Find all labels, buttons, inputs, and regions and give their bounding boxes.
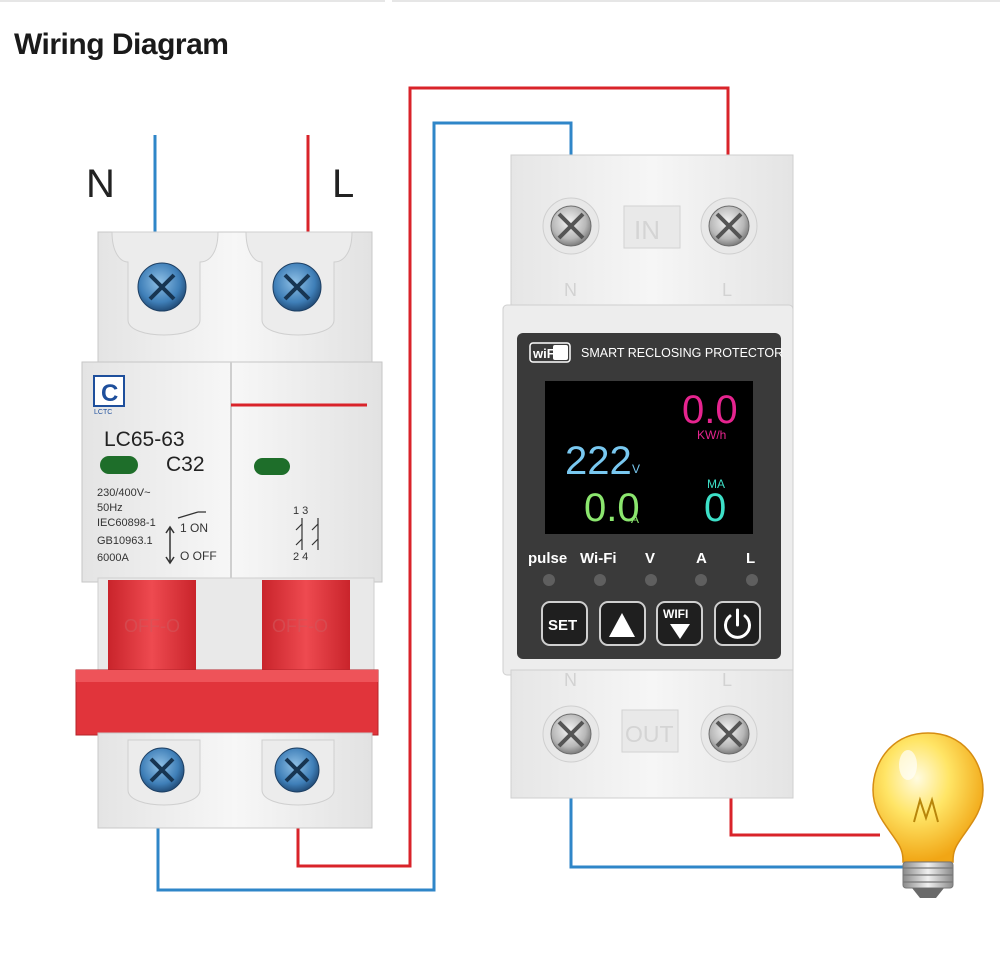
indicator-label: L — [746, 550, 755, 567]
breaker-top-screw-n-icon[interactable] — [137, 262, 187, 312]
breaker-pole-symbol-icon — [295, 518, 319, 550]
supply-live-label: L — [332, 162, 354, 206]
protector-display — [545, 381, 753, 534]
neutral-wire-breaker-to-protector — [156, 121, 573, 892]
protector-out-l-label: L — [722, 670, 732, 690]
breaker-handle-right[interactable] — [262, 580, 350, 672]
indicator-leds — [543, 574, 758, 586]
breaker-pole-marks-top: 1 3 — [293, 505, 308, 517]
wifi-button-label: WIFI — [663, 607, 688, 621]
page-title: Wiring Diagram — [14, 28, 229, 61]
breaker-indicator-right — [254, 458, 290, 475]
svg-text:C: C — [101, 380, 118, 407]
breaker-model: LC65-63 — [104, 428, 185, 451]
protector-in-label: IN — [634, 215, 660, 245]
breaker-handle-left[interactable] — [108, 580, 196, 672]
live-wire-breaker-to-protector — [296, 86, 730, 868]
breaker-bottom-screw-n-icon[interactable] — [139, 747, 185, 793]
top-rule-left — [0, 0, 385, 2]
supply-neutral-label: N — [86, 162, 115, 206]
breaker-bottom-screw-l-icon[interactable] — [274, 747, 320, 793]
current-value: 0.0 — [584, 486, 640, 530]
leakage-value: 0 — [704, 486, 726, 530]
breaker-pole-marks-bottom: 2 4 — [293, 551, 308, 563]
indicator-label: V — [645, 550, 655, 567]
wifi-badge: wiFi — [529, 342, 571, 363]
breaker-handle-right-text: OFF-O — [272, 616, 328, 636]
current-unit: A — [631, 512, 639, 526]
light-bulb-icon — [872, 732, 984, 898]
indicator-label: pulse — [528, 550, 567, 567]
breaker-spec-lines: 230/400V~ 50Hz IEC60898-1 GB10963.1 6000… — [97, 487, 156, 564]
indicator-led — [695, 574, 707, 586]
live-wire-protector-to-lamp — [729, 798, 880, 837]
indicator-led — [594, 574, 606, 586]
indicator-label: A — [696, 550, 707, 567]
breaker-spec-line: IEC60898-1 — [97, 517, 156, 529]
top-rule-right — [392, 0, 1000, 2]
breaker-rating: C32 — [166, 453, 205, 476]
voltage-unit: V — [632, 462, 640, 476]
energy-value: 0.0 — [682, 388, 738, 432]
leakage-unit: MA — [707, 477, 725, 491]
smart-protector: IN N L wiFi SMART RECLOSING PROTECTOR 0.… — [502, 154, 794, 799]
set-button[interactable]: SET — [541, 601, 588, 646]
wifi-down-button[interactable]: WIFI — [656, 601, 703, 646]
protector-out-screw-l-icon[interactable] — [700, 705, 758, 763]
set-button-label: SET — [548, 617, 577, 634]
indicator-labels: pulse Wi-Fi V A L — [528, 550, 755, 567]
protector-name: SMART RECLOSING PROTECTOR — [581, 346, 783, 360]
indicator-led — [746, 574, 758, 586]
indicator-label: Wi-Fi — [580, 550, 617, 567]
svg-text:LCTC: LCTC — [94, 409, 112, 416]
breaker-indicator-left — [100, 456, 138, 474]
protector-out-screw-n-icon[interactable] — [542, 705, 600, 763]
wires — [153, 86, 905, 892]
up-button[interactable] — [599, 601, 646, 646]
breaker-logo-icon: C LCTC — [93, 375, 125, 416]
breaker-spec-line: GB10963.1 — [97, 535, 153, 547]
indicator-led — [543, 574, 555, 586]
breaker-spec-line: 6000A — [97, 552, 129, 564]
protector-in-l-label: L — [722, 280, 732, 300]
breaker-off-label: O OFF — [180, 549, 217, 563]
breaker-contact-symbol-icon — [177, 511, 206, 519]
wifi-badge-text: wiFi — [532, 346, 558, 361]
protector-in-screw-n-icon[interactable] — [542, 197, 600, 255]
protector-out-n-label: N — [564, 670, 577, 690]
breaker-on-off-arrow-icon — [165, 525, 175, 565]
protector-in-n-label: N — [564, 280, 577, 300]
down-arrow-icon — [670, 624, 690, 639]
breaker-handle-left-text: OFF-O — [124, 616, 180, 636]
energy-unit: KW/h — [697, 428, 726, 442]
neutral-wire-protector-to-lamp — [569, 798, 905, 869]
breaker-on-label: 1 ON — [180, 521, 208, 535]
protector-out-label: OUT — [625, 721, 674, 747]
protector-in-screw-l-icon[interactable] — [700, 197, 758, 255]
breaker-spec-line: 230/400V~ — [97, 487, 151, 499]
breaker-top-screw-l-icon[interactable] — [272, 262, 322, 312]
power-button[interactable] — [714, 601, 761, 646]
voltage-value: 222 — [565, 439, 632, 483]
breaker-spec-line: 50Hz — [97, 502, 123, 514]
indicator-led — [645, 574, 657, 586]
up-arrow-icon — [609, 613, 635, 637]
power-icon — [724, 614, 751, 639]
circuit-breaker: C LCTC LC65-63 C32 230/400V~ 50Hz IEC608… — [75, 231, 383, 829]
